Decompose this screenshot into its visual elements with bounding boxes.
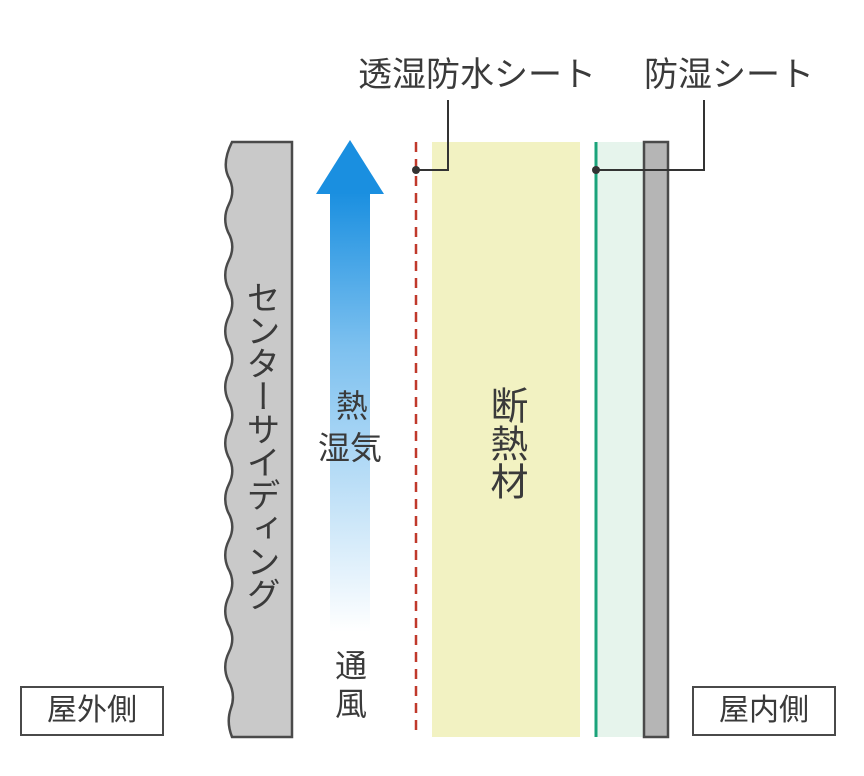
airflow-arrow-icon <box>316 140 384 632</box>
interior-cavity <box>597 142 644 737</box>
center-siding-panel <box>224 140 294 739</box>
insulation-label: 断熱材 <box>484 386 528 500</box>
leader-line-waterproof <box>412 100 449 174</box>
insulation-block <box>432 142 580 737</box>
heat-label: 熱 <box>336 387 369 425</box>
moisture-label: 湿気 <box>318 429 383 467</box>
exterior-side-label: 屋外側 <box>20 686 164 736</box>
center-siding-label: センターサイディング <box>240 280 280 610</box>
ventilation-label-bottom: 風 <box>335 685 368 723</box>
ventilation-label-top: 通 <box>335 647 368 685</box>
breathable-waterproof-sheet-label: 透湿防水シート <box>358 55 596 95</box>
vapor-barrier-sheet-label: 防湿シート <box>644 55 814 95</box>
leader-line-vapor-barrier <box>592 100 705 174</box>
interior-board <box>642 140 670 739</box>
interior-side-label: 屋内側 <box>692 686 836 736</box>
